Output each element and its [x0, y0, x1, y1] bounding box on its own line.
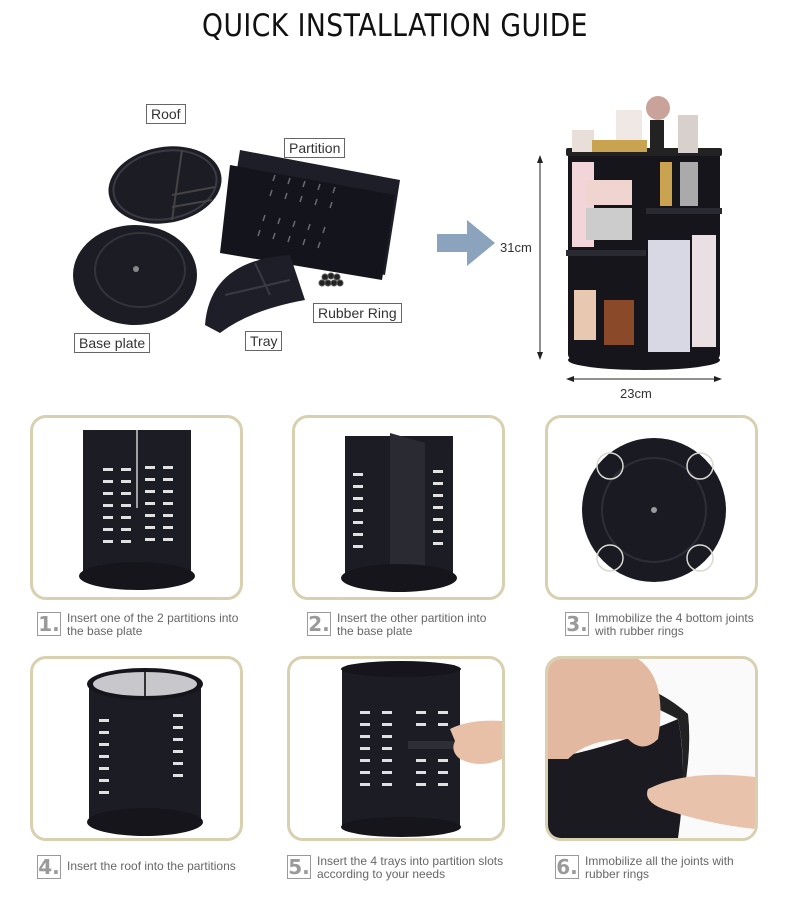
step-2-caption: 2. Insert the other partition into the b…: [307, 612, 487, 638]
step-number: 4.: [37, 855, 61, 879]
step-1-image: [30, 415, 243, 600]
label-base-plate: Base plate: [74, 333, 151, 353]
assembled-product-image: [530, 90, 730, 390]
label-partition: Partition: [284, 138, 346, 158]
label-rubber-ring: Rubber Ring: [313, 303, 402, 323]
step-1-caption: 1. Insert one of the 2 partitions into t…: [37, 612, 252, 638]
step-number: 2.: [307, 612, 331, 636]
page-title: QUICK INSTALLATION GUIDE: [202, 8, 588, 44]
step-3-caption: 3. Immobilize the 4 bottom joints with r…: [565, 612, 755, 638]
step-2-image: [292, 415, 505, 600]
step-text: Insert the other partition into the base…: [337, 611, 487, 638]
label-tray: Tray: [245, 331, 283, 351]
step-text: Insert one of the 2 partitions into the …: [67, 611, 239, 638]
parts-illustration: [60, 95, 420, 360]
arrow-right-icon: [437, 220, 495, 266]
step-5-image: [287, 656, 505, 841]
step-number: 3.: [565, 612, 589, 636]
height-dimension: 31cm: [500, 240, 532, 255]
step-text: Immobilize all the joints with rubber ri…: [585, 854, 734, 881]
step-6-image: [545, 656, 758, 841]
step-4-image: [30, 656, 243, 841]
step-number: 1.: [37, 612, 61, 636]
width-dimension: 23cm: [620, 386, 652, 401]
label-roof: Roof: [146, 104, 186, 124]
step-4-caption: 4. Insert the roof into the partitions: [37, 855, 236, 879]
step-3-image: [545, 415, 758, 600]
step-text: Insert the 4 trays into partition slots …: [317, 854, 504, 881]
step-6-caption: 6. Immobilize all the joints with rubber…: [555, 855, 755, 881]
step-number: 6.: [555, 855, 579, 879]
step-text: Insert the roof into the partitions: [67, 859, 236, 873]
step-5-caption: 5. Insert the 4 trays into partition slo…: [287, 855, 517, 881]
step-number: 5.: [287, 855, 311, 879]
step-text: Immobilize the 4 bottom joints with rubb…: [595, 611, 754, 638]
